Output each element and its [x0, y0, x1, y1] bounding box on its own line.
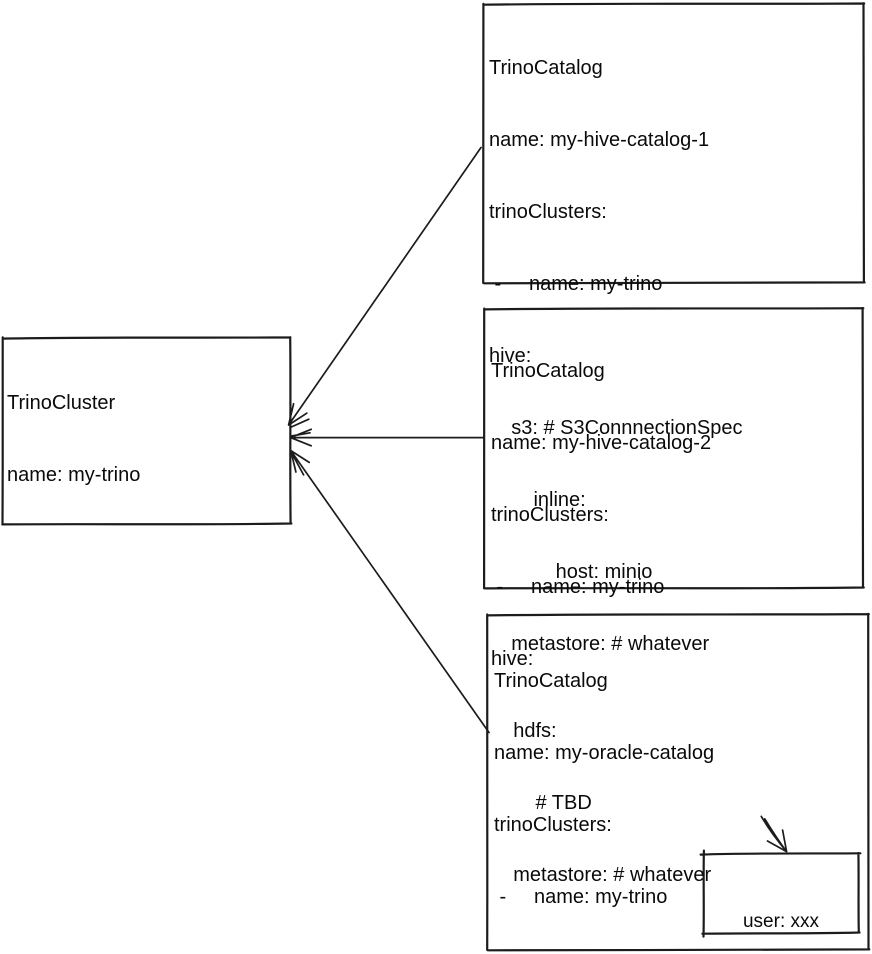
credentials-secret-box-border — [699, 849, 862, 938]
connector-hive1-to-cluster — [287, 146, 482, 429]
yaml-line: - name: my-trino — [491, 576, 665, 598]
yaml-line: trinoClusters: — [491, 504, 609, 526]
yaml-line: inline: — [489, 489, 586, 511]
node-kind-label: TrinoCatalog — [489, 57, 603, 79]
yaml-line: - name: my-trino — [494, 886, 668, 908]
yaml-line: # TBD — [491, 792, 592, 814]
secret-user-line: user: xxx — [742, 911, 820, 932]
yaml-line: hive: — [491, 648, 534, 670]
trino-catalog-hive1-node: TrinoCatalog name: my-hive-catalog-1 tri… — [483, 3, 864, 655]
yaml-line: name: my-trino — [7, 464, 141, 486]
connector-lines — [287, 146, 788, 853]
yaml-line: trinoClusters: — [489, 201, 607, 223]
trino-catalog-hive2-node: TrinoCatalog name: my-hive-catalog-2 tri… — [484, 308, 863, 886]
trino-cluster-box-border — [1, 336, 293, 526]
yaml-line: - name: my-trino — [489, 273, 663, 295]
trino-catalog-oracle-node: TrinoCatalog name: my-oracle-catalog tri… — [487, 614, 868, 950]
connector-oracle-to-cluster — [289, 449, 490, 734]
node-kind-label: TrinoCatalog — [491, 360, 605, 382]
yaml-line: hive: — [489, 345, 532, 367]
connector-hive2-to-cluster — [289, 428, 485, 447]
catalog-hive1-box-border — [482, 2, 866, 285]
yaml-line: s3: # S3ConnnectionSpec — [489, 417, 743, 439]
credentials-secret-arrow — [760, 815, 788, 853]
yaml-line: host: minio — [489, 561, 653, 583]
yaml-line: name: my-hive-catalog-1 — [489, 129, 710, 151]
yaml-line: hdfs: — [491, 720, 557, 742]
yaml-line: metastore: # whatever — [489, 633, 710, 655]
catalog-oracle-box-border — [485, 612, 871, 952]
yaml-line: metastore: # whatever — [491, 864, 712, 886]
oracle-credentials-secret-node: user: xxx password: xxx — [703, 853, 859, 933]
node-kind-label: TrinoCluster — [7, 392, 116, 414]
yaml-line: name: my-oracle-catalog — [494, 742, 715, 764]
yaml-line: trinoClusters: — [494, 814, 612, 836]
node-kind-label: TrinoCatalog — [494, 670, 608, 692]
catalog-hive2-box-border — [482, 307, 865, 590]
yaml-line: name: my-hive-catalog-2 — [491, 432, 712, 454]
trino-cluster-node: TrinoCluster name: my-trino — [2, 337, 290, 524]
